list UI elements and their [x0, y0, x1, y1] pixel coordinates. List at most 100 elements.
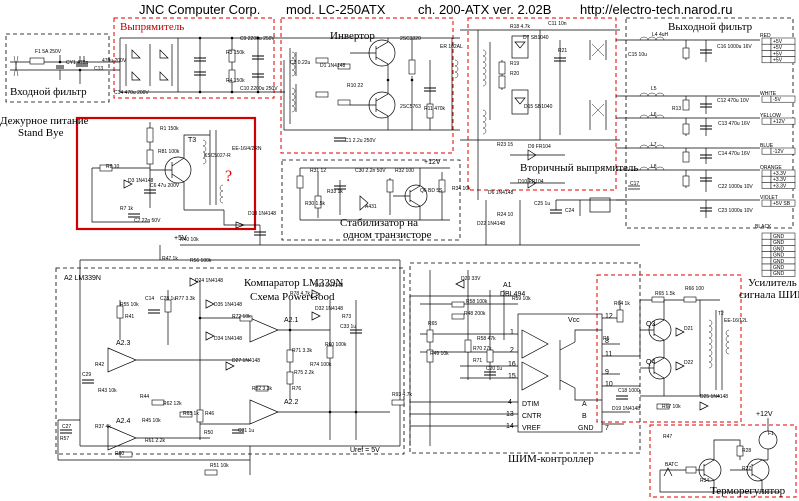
component-label: D25 1N4148 [700, 394, 728, 400]
component-label: R50 [204, 430, 213, 436]
connector-pin-label: GND [773, 234, 785, 240]
component-label: C25 1u [534, 201, 550, 207]
component-label: L6 [651, 112, 657, 118]
input-filter-circuit [10, 55, 108, 84]
component-label: R57 [60, 436, 69, 442]
standby-circuit: T3 [91, 122, 260, 229]
output-orange-group: ORANGE +3.3V+3.3V+3.3V [760, 165, 796, 189]
component-label: R55 10k [120, 302, 139, 308]
comparator-label: Компаратор LM339N [244, 277, 343, 289]
component-label: C11 10n [548, 21, 567, 27]
component-label: C13 470u 16V [718, 121, 751, 127]
connector-pin-cell [770, 199, 796, 207]
component-label: C29 [82, 372, 91, 378]
component-label: R71 3.3k [292, 348, 313, 354]
connector-pin-box [761, 263, 772, 271]
output-yellow-group: YELLOW +12V [760, 113, 796, 125]
component-label: L4 4uH [652, 32, 669, 38]
component-label: R4 150k [226, 78, 245, 84]
component-label: F1 5A 250V [35, 49, 62, 55]
component-label: R46 [205, 411, 214, 417]
connector-pin-label: GND [773, 240, 785, 246]
connector-pin-label: -5V [773, 97, 781, 103]
pwm-pin-11: 11 [605, 351, 612, 358]
component-label: C14 470u 200V [114, 90, 149, 96]
connector-pin-label: +3.3V [773, 183, 787, 189]
secondary-rectifier-frame [467, 17, 617, 191]
connector-pin-box [761, 50, 772, 57]
component-label: R42 [95, 362, 104, 368]
pwm-pin-12: 12 [605, 313, 613, 320]
component-label: D21 [684, 326, 693, 332]
stabilizer-12v-label: +12V [424, 159, 441, 166]
component-label: R13 [672, 106, 681, 112]
component-label: R56 100k [190, 258, 212, 264]
connector-pin-label: +5V [773, 51, 783, 57]
pwm-pin-16: 16 [508, 361, 516, 368]
component-label: D1 1N4148 [320, 63, 346, 69]
connector-pin-cell [770, 147, 796, 155]
connector-pin-box [761, 37, 772, 45]
pwm-pin-13: 13 [506, 411, 514, 418]
output-filter-label: Выходной фильтр [668, 21, 753, 33]
pwm-chip-ref: A1 [503, 282, 512, 289]
component-label: C18 1000 [618, 388, 640, 394]
component-label: C14 470u 16V [718, 151, 751, 157]
component-label: R34 10k [452, 186, 471, 192]
component-label: D23 1N4148 [315, 283, 343, 289]
component-label: R43 10k [98, 388, 117, 394]
output-white-group: WHITE -5V [760, 91, 796, 103]
pwm-pin-a: A [582, 401, 587, 408]
connector-pin-box [761, 269, 772, 277]
component-label: R32 100 [395, 168, 414, 174]
component-label: L5 [651, 86, 657, 92]
thermo-12v-label: +12V [756, 411, 773, 418]
component-label: R65 [428, 321, 437, 327]
component-label: C28 1u [160, 296, 176, 302]
connector-pin-box [761, 257, 772, 265]
comparator-frame [55, 267, 405, 455]
connector-pin-label: +3.3V [773, 177, 787, 183]
standby-label-en: Stand Bye [18, 127, 64, 139]
component-label: T2 [718, 311, 724, 317]
connector-pin-box [761, 117, 772, 125]
component-label: R23 15 [497, 142, 513, 148]
component-label: R78 4.7k [290, 291, 311, 297]
pwm-pin-gnd: GND [578, 425, 594, 432]
pwm-ic-body [517, 313, 603, 433]
component-label: R34 [700, 478, 709, 484]
connector-pin-box [761, 238, 772, 246]
component-label: R62 12k [163, 401, 182, 407]
output-violet-label: VIOLET [760, 195, 778, 201]
stabilizer-label-1: Стабилизатор на [340, 217, 418, 229]
component-label: C1 2.2u 250V [345, 138, 376, 144]
connector-pin-label: GND [773, 271, 785, 277]
stabilizer-circuit: +12V [296, 159, 450, 221]
component-label: R47 1k [162, 256, 178, 262]
pwm-amplifier-circuit: Q3 Q4 [639, 296, 730, 411]
component-label: R81 100k [158, 149, 180, 155]
output-violet-group: VIOLET +5V SB [760, 195, 796, 207]
connector-pin-box [761, 95, 772, 103]
connector-pin-cell [770, 56, 796, 64]
component-label: R21 [558, 48, 567, 54]
component-label: R28 [742, 448, 751, 454]
component-label: 2SC3320 [400, 36, 421, 42]
component-label: R77 3.3k [175, 296, 196, 302]
component-label: R33 1k [327, 189, 343, 195]
component-label: F1 [768, 431, 774, 437]
component-label: C16 1000u 16V [717, 44, 752, 50]
inverter-label: Инвертор [330, 30, 375, 42]
component-label: R66 100 [685, 286, 704, 292]
component-label: R70 27k [473, 346, 492, 352]
component-label: R48 200k [464, 311, 486, 317]
standby-question-mark: ? [225, 168, 232, 185]
component-label: D22 [684, 360, 693, 366]
component-label: R75 2.2k [294, 370, 315, 376]
component-label: R10 22 [347, 83, 363, 89]
component-label: R58 47k [477, 336, 496, 342]
component-label: R76 [292, 386, 301, 392]
connector-pin-label: +12V [773, 119, 785, 125]
